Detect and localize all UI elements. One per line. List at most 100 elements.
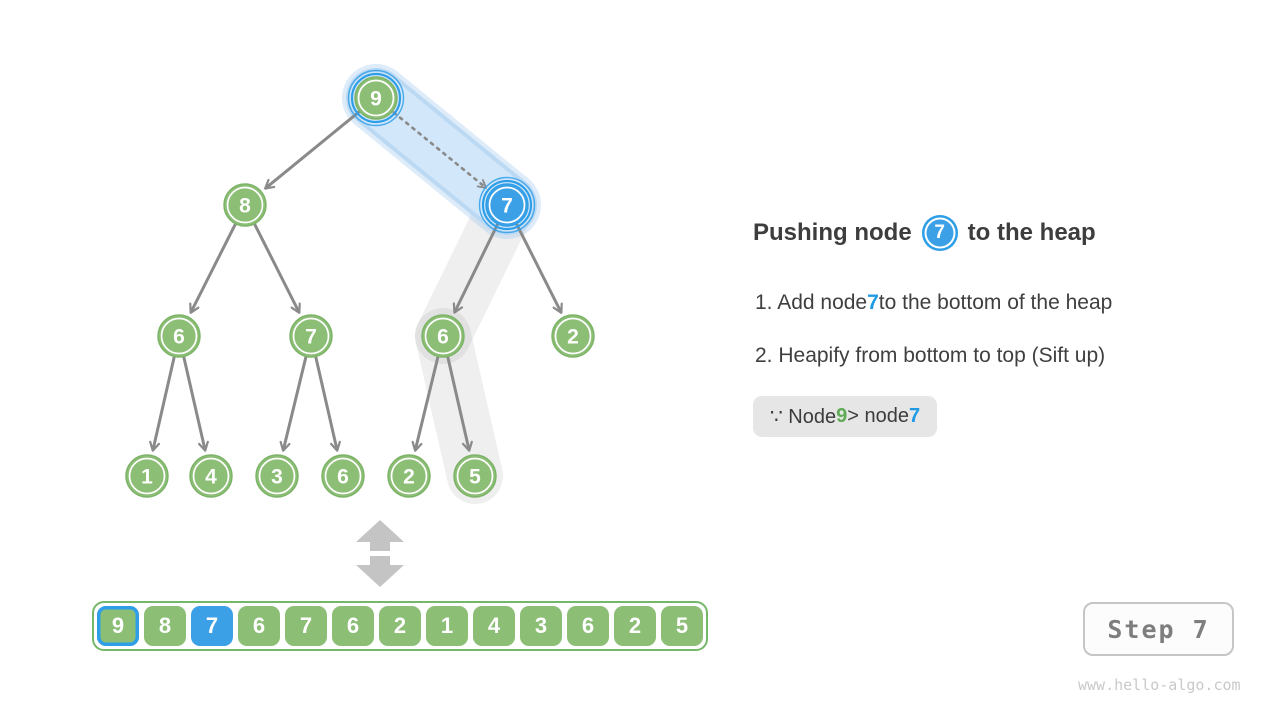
array-cell: 1 [426,606,468,646]
node-value: 4 [205,466,217,489]
node-inner-ring [390,457,428,495]
node-inner-ring [357,79,395,117]
tree-node: 9 [347,69,405,127]
node-circle [157,314,201,358]
node-circle [421,314,465,358]
tree-node: 5 [453,454,497,498]
highlight-outer-ring [347,69,405,127]
node-circle [354,76,398,120]
highlight-ring [350,72,402,124]
tree-node: 7 [478,176,536,234]
node-circle [551,314,595,358]
tree-edge [411,355,440,452]
tree-nodes-layer: 9 8 7 6 7 6 2 1 4 3 6 2 5 [125,69,595,498]
node-circle [321,454,365,498]
node-inner-ring [192,457,230,495]
tree-node: 7 [289,314,333,358]
node-inner-ring [456,457,494,495]
tree-edge [515,223,563,314]
node-value: 9 [370,88,382,111]
tree-edge [314,355,341,452]
node-value: 6 [437,326,449,349]
array-cell: 8 [144,606,186,646]
node-inner-ring [324,457,362,495]
tree-edge [452,223,499,314]
array-cell: 2 [379,606,421,646]
comparison-note: ∵ Node 9 > node 7 [753,396,938,437]
rich-text-value: 9 [836,405,848,427]
panel-title: Pushing node 7 to the heap [753,212,1096,254]
step-badge: Step 7 [1083,602,1234,656]
tree-edge [253,223,301,314]
step-item-2: 2. Heapify from bottom to top (Sift up) [755,343,1105,369]
step-item-1: 1. Add node 7 to the bottom of the heap [755,290,1112,316]
node-circle [125,454,169,498]
tree-node: 4 [189,454,233,498]
node-value: 3 [271,466,283,489]
array-cell: 7 [285,606,327,646]
tree-node: 2 [551,314,595,358]
node-inner-ring [226,186,264,224]
pushed-node-value: 7 [934,222,945,243]
node-circle [485,183,529,227]
array-cell: 3 [520,606,562,646]
node-value: 8 [239,195,251,218]
node-circle [387,454,431,498]
watermark: www.hello-algo.com [1078,676,1241,694]
node-inner-ring [424,317,462,355]
swap-dotted-arrow [392,111,487,189]
node-inner-ring [554,317,592,355]
array-cell: 6 [238,606,280,646]
rich-text-segment: to the bottom of the heap [878,291,1113,314]
array-cell: 9 [97,606,139,646]
array-cell: 4 [473,606,515,646]
node-circle [453,454,497,498]
node-value: 2 [403,466,415,489]
rich-text-segment: 2. Heapify from bottom to top (Sift up) [755,344,1106,367]
swap-arrow-icon [356,520,404,587]
tree-edges-layer [149,110,563,452]
highlight-ring [481,179,533,231]
node-inner-ring [488,186,526,224]
pushed-node-badge: 7 [921,215,958,251]
node-inner-ring [292,317,330,355]
array-cell: 2 [614,606,656,646]
tree-edge [264,110,361,190]
node-inner-ring [258,457,296,495]
tree-edge [149,355,176,452]
node-circle [223,183,267,227]
tree-edge [279,355,308,452]
node-circle [255,454,299,498]
array-cell: 6 [332,606,374,646]
node-value: 1 [141,466,153,489]
node-inner-ring [128,457,166,495]
tree-node: 6 [157,314,201,358]
rich-text-value: 7 [908,405,921,427]
rich-text-segment: ∵ Node [770,406,837,428]
rich-text-segment: > node [847,405,909,427]
tree-node: 1 [125,454,169,498]
node-circle [289,314,333,358]
tree-edge [446,355,473,452]
highlight-capsules-layer [342,64,541,504]
step-badge-label: Step 7 [1107,614,1210,644]
tree-node: 3 [255,454,299,498]
array-cell: 7 [191,606,233,646]
node-value: 6 [337,466,349,489]
tree-node: 2 [387,454,431,498]
array-cell: 6 [567,606,609,646]
array-cell: 5 [661,606,703,646]
rich-text-segment: 1. Add node [755,291,868,314]
tree-node: 6 [321,454,365,498]
node-value: 2 [567,326,579,349]
node-value: 7 [305,326,317,349]
node-value: 6 [173,326,185,349]
node-inner-ring [160,317,198,355]
node-value: 5 [469,466,481,489]
tree-node: 8 [223,183,267,227]
node-value: 7 [501,195,513,218]
tree-edge [189,223,237,314]
